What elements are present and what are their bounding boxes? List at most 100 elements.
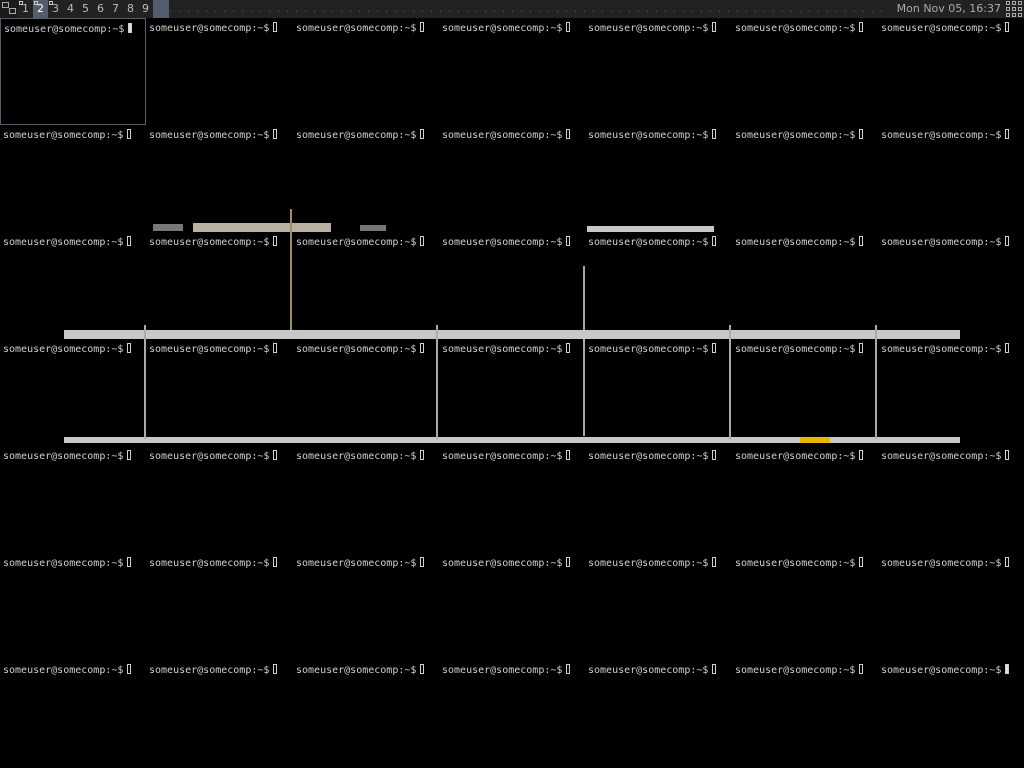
tasklist-area: . . . . . . . . . . . . . . . . . . . . …	[169, 2, 885, 15]
terminal-prompt-line: someuser@somecomp:~$	[881, 236, 1010, 249]
tag-7[interactable]: 7	[108, 0, 123, 18]
terminal-window[interactable]: someuser@somecomp:~$	[585, 125, 731, 232]
terminal-window[interactable]: someuser@somecomp:~$	[878, 446, 1024, 553]
terminal-window[interactable]: someuser@somecomp:~$	[0, 553, 146, 660]
launcher-icon[interactable]	[0, 0, 18, 18]
terminal-window[interactable]: someuser@somecomp:~$	[293, 339, 439, 446]
terminal-window[interactable]: someuser@somecomp:~$	[732, 660, 878, 767]
terminal-window[interactable]: someuser@somecomp:~$	[293, 232, 439, 339]
tasklist-focused-client[interactable]	[153, 0, 169, 18]
terminal-prompt-line: someuser@somecomp:~$	[442, 557, 571, 570]
shell-prompt: someuser@somecomp:~$	[735, 451, 856, 462]
shell-prompt: someuser@somecomp:~$	[4, 24, 125, 35]
terminal-window[interactable]: someuser@somecomp:~$	[439, 339, 585, 446]
terminal-window[interactable]: someuser@somecomp:~$	[0, 339, 146, 446]
tag-9[interactable]: 9	[138, 0, 153, 18]
cursor	[712, 450, 717, 460]
shell-prompt: someuser@somecomp:~$	[3, 665, 124, 676]
terminal-window[interactable]: someuser@somecomp:~$	[585, 660, 731, 767]
terminal-prompt-line: someuser@somecomp:~$	[735, 343, 864, 356]
tag-label: 6	[97, 2, 104, 15]
terminal-prompt-line: someuser@somecomp:~$	[149, 450, 278, 463]
terminal-window[interactable]: someuser@somecomp:~$	[293, 18, 439, 125]
terminal-window[interactable]: someuser@somecomp:~$	[146, 232, 292, 339]
terminal-window[interactable]: someuser@somecomp:~$	[0, 18, 146, 125]
terminal-window[interactable]: someuser@somecomp:~$	[585, 339, 731, 446]
terminal-window[interactable]: someuser@somecomp:~$	[439, 232, 585, 339]
terminal-window[interactable]: someuser@somecomp:~$	[439, 18, 585, 125]
terminal-window[interactable]: someuser@somecomp:~$	[732, 339, 878, 446]
terminal-window[interactable]: someuser@somecomp:~$	[878, 232, 1024, 339]
tag-3[interactable]: 3	[48, 0, 63, 18]
wallpaper-fragment	[64, 330, 960, 339]
tag-6[interactable]: 6	[93, 0, 108, 18]
tag-1[interactable]: 1	[18, 0, 33, 18]
tag-4[interactable]: 4	[63, 0, 78, 18]
cursor	[712, 236, 717, 246]
terminal-window[interactable]: someuser@somecomp:~$	[878, 553, 1024, 660]
terminal-window[interactable]: someuser@somecomp:~$	[878, 18, 1024, 125]
tile-grid-layout-icon[interactable]	[1006, 1, 1022, 17]
cursor	[566, 22, 571, 32]
terminal-window[interactable]: someuser@somecomp:~$	[732, 125, 878, 232]
terminal-window[interactable]: someuser@somecomp:~$	[878, 339, 1024, 446]
cursor	[566, 129, 571, 139]
occupied-indicator-icon	[34, 1, 38, 5]
tag-8[interactable]: 8	[123, 0, 138, 18]
terminal-window[interactable]: someuser@somecomp:~$	[439, 553, 585, 660]
terminal-window[interactable]: someuser@somecomp:~$	[146, 339, 292, 446]
shell-prompt: someuser@somecomp:~$	[149, 344, 270, 355]
cursor	[712, 129, 717, 139]
tag-2[interactable]: 2	[33, 0, 48, 18]
shell-prompt: someuser@somecomp:~$	[442, 558, 563, 569]
terminal-prompt-line: someuser@somecomp:~$	[881, 664, 1010, 677]
occupied-indicator-icon	[49, 1, 53, 5]
terminal-window[interactable]: someuser@somecomp:~$	[439, 446, 585, 553]
shell-prompt: someuser@somecomp:~$	[442, 451, 563, 462]
cursor	[566, 450, 571, 460]
terminal-window[interactable]: someuser@somecomp:~$	[585, 232, 731, 339]
terminal-window[interactable]: someuser@somecomp:~$	[146, 553, 292, 660]
shell-prompt: someuser@somecomp:~$	[296, 665, 417, 676]
shell-prompt: someuser@somecomp:~$	[296, 558, 417, 569]
terminal-window[interactable]: someuser@somecomp:~$	[293, 553, 439, 660]
terminal-window[interactable]: someuser@somecomp:~$	[293, 660, 439, 767]
terminal-window[interactable]: someuser@somecomp:~$	[732, 446, 878, 553]
terminal-prompt-line: someuser@somecomp:~$	[296, 557, 425, 570]
terminal-window[interactable]: someuser@somecomp:~$	[293, 446, 439, 553]
terminal-window[interactable]: someuser@somecomp:~$	[146, 18, 292, 125]
terminal-window[interactable]: someuser@somecomp:~$	[585, 18, 731, 125]
terminal-window[interactable]: someuser@somecomp:~$	[146, 660, 292, 767]
terminal-prompt-line: someuser@somecomp:~$	[442, 236, 571, 249]
terminal-window[interactable]: someuser@somecomp:~$	[585, 553, 731, 660]
terminal-window[interactable]: someuser@somecomp:~$	[878, 660, 1024, 767]
cursor	[566, 557, 571, 567]
terminal-window[interactable]: someuser@somecomp:~$	[146, 125, 292, 232]
shell-prompt: someuser@somecomp:~$	[881, 237, 1002, 248]
terminal-window[interactable]: someuser@somecomp:~$	[439, 660, 585, 767]
cursor	[420, 236, 425, 246]
terminal-window[interactable]: someuser@somecomp:~$	[585, 446, 731, 553]
terminal-window[interactable]: someuser@somecomp:~$	[0, 232, 146, 339]
terminal-window[interactable]: someuser@somecomp:~$	[0, 660, 146, 767]
terminal-window[interactable]: someuser@somecomp:~$	[0, 446, 146, 553]
terminal-window[interactable]: someuser@somecomp:~$	[293, 125, 439, 232]
terminal-window[interactable]: someuser@somecomp:~$	[439, 125, 585, 232]
tag-5[interactable]: 5	[78, 0, 93, 18]
terminal-window[interactable]: someuser@somecomp:~$	[732, 553, 878, 660]
shell-prompt: someuser@somecomp:~$	[881, 130, 1002, 141]
terminal-window[interactable]: someuser@somecomp:~$	[878, 125, 1024, 232]
tag-label: 8	[127, 2, 134, 15]
cursor	[859, 22, 864, 32]
cursor	[859, 236, 864, 246]
terminal-prompt-line: someuser@somecomp:~$	[881, 450, 1010, 463]
terminal-prompt-line: someuser@somecomp:~$	[442, 129, 571, 142]
shell-prompt: someuser@somecomp:~$	[149, 558, 270, 569]
terminal-window[interactable]: someuser@somecomp:~$	[732, 232, 878, 339]
terminal-window[interactable]: someuser@somecomp:~$	[146, 446, 292, 553]
shell-prompt: someuser@somecomp:~$	[442, 344, 563, 355]
terminal-window[interactable]: someuser@somecomp:~$	[0, 125, 146, 232]
terminal-prompt-line: someuser@somecomp:~$	[296, 450, 425, 463]
terminal-prompt-line: someuser@somecomp:~$	[296, 343, 425, 356]
terminal-window[interactable]: someuser@somecomp:~$	[732, 18, 878, 125]
